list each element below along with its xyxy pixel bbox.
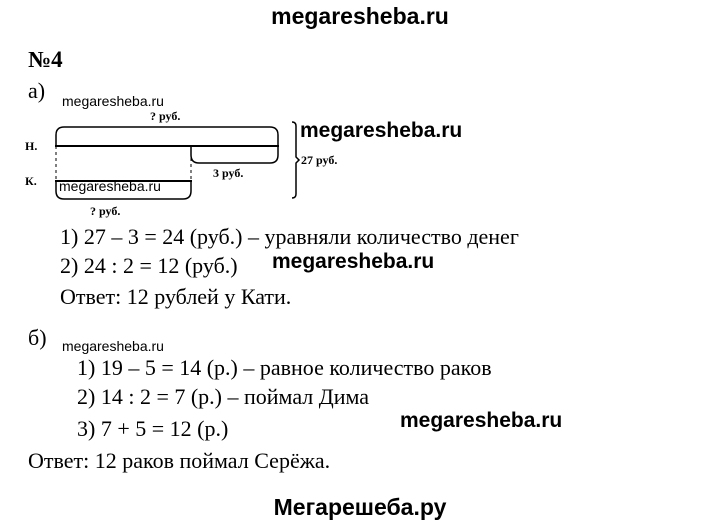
watermark: megaresheba.ru bbox=[59, 178, 161, 194]
watermark: megaresheba.ru bbox=[300, 119, 463, 142]
bottom-brace bbox=[55, 181, 192, 200]
segment-diagram: ? руб. 3 руб. ? руб. Н. К. 27 руб. bbox=[25, 109, 337, 218]
row-n-label: Н. bbox=[25, 139, 37, 153]
solution-line: 1) 27 – 3 = 24 (руб.) – уравняли количес… bbox=[60, 224, 519, 249]
total-label: 27 руб. bbox=[301, 153, 337, 167]
solution-line: 2) 24 : 2 = 12 (руб.) bbox=[60, 253, 238, 278]
diff-brace bbox=[190, 146, 279, 164]
top-label: ? руб. bbox=[150, 109, 180, 123]
row-k-label: К. bbox=[25, 174, 37, 188]
watermark: megaresheba.ru bbox=[272, 250, 435, 273]
part-b-label: б) bbox=[28, 325, 47, 350]
watermark: megaresheba.ru bbox=[62, 93, 164, 109]
task-number: №4 bbox=[28, 47, 63, 72]
part-a-label: а) bbox=[28, 78, 46, 103]
top-brace bbox=[55, 126, 279, 146]
bottom-label: ? руб. bbox=[90, 204, 120, 218]
solution-line: 1) 19 – 5 = 14 (р.) – равное количество … bbox=[77, 355, 492, 380]
site-header: megaresheba.ru bbox=[271, 3, 449, 29]
diff-label: 3 руб. bbox=[213, 166, 243, 180]
total-brace bbox=[291, 121, 301, 199]
watermark: megaresheba.ru bbox=[400, 409, 563, 432]
solution-line: 3) 7 + 5 = 12 (р.) bbox=[77, 416, 229, 441]
watermark: megaresheba.ru bbox=[62, 338, 164, 354]
answer-a: Ответ: 12 рублей у Кати. bbox=[60, 284, 292, 309]
answer-b: Ответ: 12 раков поймал Серёжа. bbox=[28, 448, 331, 473]
solution-line: 2) 14 : 2 = 7 (р.) – поймал Дима bbox=[77, 384, 370, 409]
site-footer: Мегарешеба.ру bbox=[273, 494, 447, 520]
